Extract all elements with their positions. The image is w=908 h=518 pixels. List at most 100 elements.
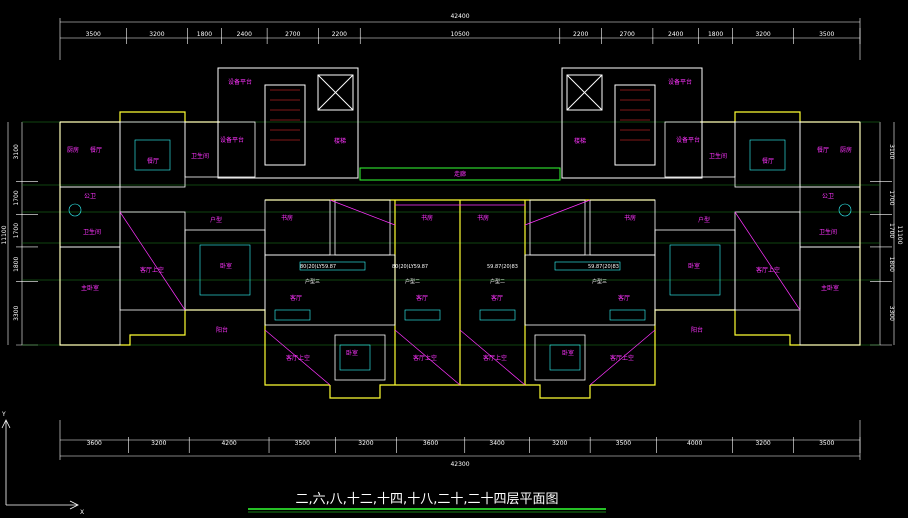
left-dimension-labels: 3100 1700 1700 1800 3300 [13, 144, 38, 346]
room-study-4: 书房 [624, 214, 636, 222]
dimension-label: 1700 [13, 223, 20, 238]
room-public-bath-right: 公卫 [822, 193, 834, 200]
dimension-label: 1700 [13, 190, 20, 205]
room-bedroom-c1: 卧室 [346, 349, 358, 357]
void-markers [119, 199, 801, 386]
room-bedroom-right: 卧室 [688, 262, 700, 270]
dimension-label: 3200 [755, 440, 770, 447]
dimension-label: 3500 [86, 31, 101, 38]
room-unit-right: 户型 [698, 216, 710, 224]
planter-strip [359, 167, 561, 181]
dimension-label: 2200 [332, 31, 347, 38]
room-dining-left: 餐厅 [90, 146, 102, 154]
room-living-above-left: 客厅上空 [140, 266, 164, 274]
dimension-label: 4000 [687, 440, 702, 447]
drawing-caption: 二,六,八,十二,十四,十八,二十,二十四层平面图 [296, 492, 559, 507]
dimension-label: 1800 [888, 257, 895, 272]
interior-walls [59, 121, 861, 381]
room-bathroom-right: 卫生间 [709, 152, 727, 160]
dimension-label: 3200 [755, 31, 770, 38]
room-equipment-platform-right: 设备平台 [668, 78, 692, 86]
room-study-2: 书房 [421, 214, 433, 222]
left-total-dimension: 11100 [1, 225, 8, 244]
right-total-dimension: 11100 [896, 225, 903, 244]
room-bedroom-left: 卧室 [220, 262, 232, 270]
dimension-label: 2400 [668, 31, 683, 38]
room-study-1: 书房 [281, 214, 293, 222]
room-unit-left: 户型 [210, 216, 222, 224]
dimension-label: 1700 [888, 190, 895, 205]
top-total-dimension: 42400 [450, 13, 469, 20]
dimension-label: 1800 [197, 31, 212, 38]
room-living-3: 客厅 [491, 294, 503, 302]
room-living-above-2: 客厅上空 [413, 354, 437, 362]
dimension-label: 3200 [149, 31, 164, 38]
room-equipment-platform-left: 设备平台 [228, 78, 252, 86]
dimension-label: 10500 [450, 31, 469, 38]
left-dimension-chain [7, 122, 23, 345]
dimension-label: 2700 [620, 31, 635, 38]
dimension-label: 3500 [616, 440, 631, 447]
stair-treads [270, 89, 650, 141]
room-study-3: 书房 [477, 214, 489, 222]
dimension-label: 2700 [285, 31, 300, 38]
room-bathroom-left: 卫生间 [191, 152, 209, 160]
area-tag-2: 80(20)LY59.87 [392, 264, 428, 270]
room-kitchen-left: 厨房 [67, 146, 79, 154]
dimension-label: 3100 [13, 144, 20, 159]
room-restaurant-right: 餐厅 [762, 157, 774, 165]
dimension-label: 3600 [87, 440, 102, 447]
room-living-1: 客厅 [290, 294, 302, 302]
dimension-label: 3300 [888, 306, 895, 321]
room-restaurant-left: 餐厅 [147, 157, 159, 165]
dimension-label: 3300 [13, 305, 20, 320]
furniture [68, 139, 852, 371]
bottom-dimension-labels: 3600 3200 4200 3500 3200 3600 3400 3200 3500 4000… [87, 437, 861, 453]
unit-tag-4: 户型三 [592, 278, 607, 285]
area-tag-3: 59.87(20)83 [487, 264, 518, 270]
room-balcony-right: 阳台 [691, 326, 703, 334]
dimension-label: 3200 [552, 440, 567, 447]
room-dining-right: 餐厅 [817, 146, 829, 154]
stair-core-left [217, 67, 359, 179]
room-living-4: 客厅 [618, 294, 630, 302]
dimension-label: 4200 [221, 440, 236, 447]
room-living-above-3: 客厅上空 [483, 354, 507, 362]
unit-tag-1: 户型三 [305, 278, 320, 285]
room-kitchen-right: 厨房 [840, 146, 852, 154]
unit-tags: 80(20)LY59.87 80(20)LY59.87 59.87(20)83 … [300, 264, 619, 285]
room-living-above-right: 客厅上空 [756, 266, 780, 274]
room-master-left: 主卧室 [81, 284, 99, 292]
room-stair-left: 楼梯 [334, 137, 346, 145]
room-equipment-platform-right-2: 设备平台 [676, 136, 700, 144]
area-tag-1: 80(20)LY59.87 [300, 264, 336, 270]
top-dimension-chain [59, 18, 861, 60]
dimension-label: 1800 [13, 256, 20, 271]
room-bath-right: 卫生间 [819, 228, 837, 236]
ucs-y-label: Y [1, 411, 6, 418]
dimension-label: 3600 [423, 440, 438, 447]
room-equipment-platform-left-2: 设备平台 [220, 136, 244, 144]
dimension-label: 2400 [237, 31, 252, 38]
room-balcony-left: 阳台 [216, 326, 228, 334]
dimension-label: 1700 [888, 223, 895, 238]
dimension-label: 1800 [708, 31, 723, 38]
right-dimension-labels: 3100 1700 1700 1800 3300 [870, 144, 895, 346]
dimension-label: 3400 [489, 440, 504, 447]
room-corridor: 走廊 [454, 170, 466, 178]
dimension-label: 3500 [295, 440, 310, 447]
room-master-right: 主卧室 [821, 284, 839, 292]
room-stair-right: 楼梯 [574, 137, 586, 145]
dimension-label: 3500 [819, 31, 834, 38]
dimension-label: 3500 [819, 440, 834, 447]
unit-tag-3: 户型二 [490, 278, 505, 285]
room-bath-left: 卫生间 [83, 228, 101, 236]
ucs-x-label: X [80, 509, 84, 516]
dimension-label: 3200 [358, 440, 373, 447]
ucs-axis-icon [1, 419, 79, 510]
dimension-label: 3100 [888, 144, 895, 159]
room-living-2: 客厅 [416, 294, 428, 302]
room-bedroom-c2: 卧室 [562, 349, 574, 357]
